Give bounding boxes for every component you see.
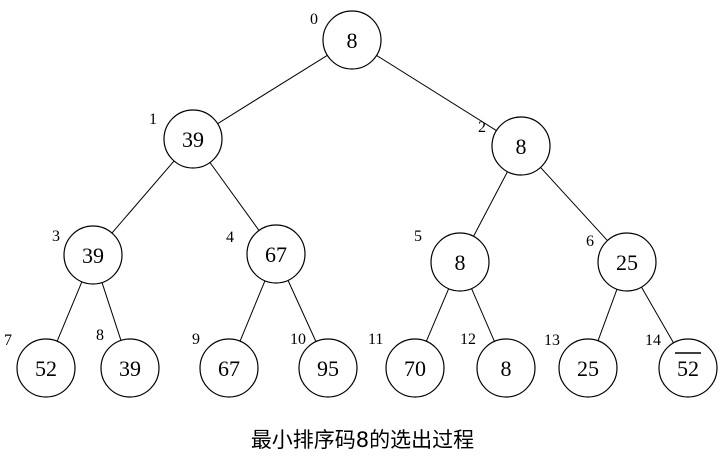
- nodes: 8039182393674852565273986799510701181225…: [4, 10, 718, 398]
- tree-node-3: 39 3: [52, 225, 123, 285]
- node-index-label: 2: [478, 119, 486, 136]
- tree-node-2: 82: [478, 116, 551, 176]
- tree-edge-3-7: [56, 281, 83, 342]
- node-circle: [298, 338, 358, 398]
- node-index-label: 8: [96, 327, 104, 344]
- tree-node-5: 85: [414, 228, 490, 292]
- tree-svg: 8039182393674852565273986799510701181225…: [4, 10, 718, 398]
- node-circle: [16, 338, 76, 398]
- tree-edge-5-12: [471, 288, 495, 342]
- node-value: 52: [677, 356, 699, 381]
- tree-node-0: 80: [310, 10, 382, 70]
- node-index-label: 4: [226, 229, 234, 246]
- diagram-caption: 最小排序码8的选出过程: [250, 428, 475, 452]
- node-index-label: 13: [544, 332, 560, 349]
- node-index-label: 6: [586, 233, 594, 250]
- node-circle: [476, 338, 536, 398]
- node-circle: [491, 116, 551, 176]
- node-index-label: 14: [645, 332, 661, 349]
- node-circle: [385, 338, 445, 398]
- node-circle: [63, 225, 123, 285]
- node-index-label: 1: [149, 111, 157, 128]
- tree-node-9: 67 9: [192, 331, 259, 398]
- node-circle: [163, 109, 223, 169]
- node-circle: [199, 338, 259, 398]
- node-index-label: 5: [414, 228, 422, 245]
- node-circle: [322, 10, 382, 70]
- tree-edge-6-13: [597, 289, 618, 341]
- node-value: 95: [317, 356, 339, 381]
- node-value: 67: [218, 356, 240, 381]
- node-value: 8: [347, 28, 358, 53]
- node-value: 8: [501, 356, 512, 381]
- tree-edge-5-11: [425, 288, 450, 342]
- node-index-label: 0: [310, 11, 318, 28]
- node-value: 25: [577, 356, 599, 381]
- tree-node-1: 39 1: [149, 109, 223, 169]
- tree-edge-1-4: [209, 162, 260, 231]
- tree-node-4: 67 4: [226, 224, 306, 284]
- node-circle: [558, 338, 618, 398]
- tree-node-13: 25 13: [544, 332, 618, 398]
- node-circle: [430, 232, 490, 292]
- tree-node-8: 39 8: [96, 327, 160, 398]
- node-value: 39: [182, 127, 204, 152]
- node-index-label: 12: [460, 331, 476, 348]
- node-circle: [246, 224, 306, 284]
- node-circle: [100, 338, 160, 398]
- tree-node-12: 8 12: [460, 331, 536, 398]
- node-circle: [597, 232, 657, 292]
- node-value: 39: [119, 356, 141, 381]
- tree-node-11: 70 11: [368, 331, 445, 398]
- node-value: 39: [82, 243, 104, 268]
- node-value: 25: [616, 250, 638, 275]
- tree-edge-3-8: [101, 282, 122, 341]
- tree-node-10: 95 10: [290, 331, 358, 398]
- node-value: 8: [455, 250, 466, 275]
- tree-edge-1-3: [111, 160, 175, 234]
- node-value: 52: [35, 356, 57, 381]
- node-index-label: 9: [192, 331, 200, 348]
- tree-edge-2-5: [473, 171, 508, 237]
- tree-edge-6-14: [641, 286, 674, 344]
- tree-edge-2-6: [540, 167, 608, 241]
- node-index-label: 11: [368, 331, 383, 348]
- node-value: 70: [404, 356, 426, 381]
- node-index-label: 7: [4, 332, 12, 349]
- tree-node-7: 52 7: [4, 332, 76, 398]
- node-value: 67: [265, 242, 287, 267]
- edges: [56, 54, 674, 344]
- tree-node-6: 25 6: [586, 232, 657, 292]
- node-index-label: 3: [52, 228, 60, 245]
- tree-edge-0-2: [376, 54, 497, 132]
- node-index-label: 10: [290, 331, 306, 348]
- tree-node-14: 52 14: [645, 332, 718, 398]
- tree-edge-0-1: [217, 54, 328, 125]
- node-circle: [658, 338, 718, 398]
- tree-edge-4-9: [239, 280, 266, 342]
- tree-edge-4-10: [287, 280, 317, 342]
- node-value: 8: [516, 134, 527, 159]
